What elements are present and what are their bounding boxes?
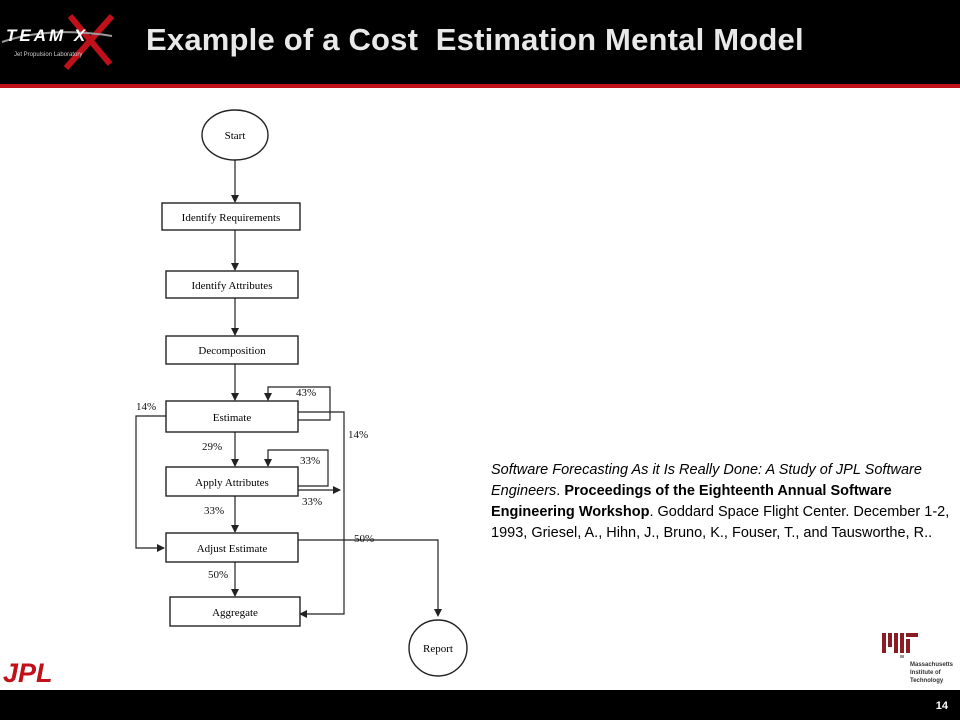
node-start	[201, 109, 269, 161]
edge-43-loop	[264, 386, 331, 421]
node-report-label: Report	[423, 643, 453, 655]
node-aggregate	[169, 596, 301, 627]
reference-details: . Goddard Space Flight Center. December …	[491, 504, 950, 541]
teamx-logo-subtext: Jet Propulsion Laboratory	[14, 52, 83, 58]
node-identify-attributes-label: Identify Attributes	[192, 280, 273, 292]
teamx-swoosh-icon	[1, 14, 115, 70]
edge-label-33-right: 33%	[302, 496, 322, 508]
edge-label-33-loop: 33%	[300, 455, 320, 467]
node-report	[408, 619, 468, 677]
node-decomposition-label: Decomposition	[198, 345, 266, 357]
edge-label-29: 29%	[202, 441, 222, 453]
mit-logo-line1: Massachusetts	[910, 662, 954, 668]
node-start-label: Start	[225, 130, 246, 142]
jpl-logo: JPL	[3, 658, 53, 686]
header-divider	[0, 84, 960, 88]
node-identify-requirements	[161, 202, 301, 231]
mit-logo: Massachusetts Institute of Technology	[882, 633, 954, 684]
edge-33-loop	[264, 449, 329, 487]
footer-bar	[0, 690, 960, 720]
node-identify-requirements-label: Identify Requirements	[182, 212, 281, 224]
node-estimate-label: Estimate	[213, 412, 252, 424]
jpl-logo-text: JPL	[3, 658, 53, 686]
reference-citation: Software Forecasting As it Is Really Don…	[491, 460, 951, 544]
edge-label-50-right: 50%	[354, 533, 374, 545]
slide-title: Example of a Cost Estimation Mental Mode…	[146, 22, 804, 57]
reference-proceedings: Proceedings of the Eighteenth Annual Sof…	[491, 483, 892, 520]
edge-50-to-report	[298, 539, 442, 617]
node-apply-attributes-label: Apply Attributes	[195, 477, 269, 489]
edge-14-right	[298, 411, 345, 618]
edge-label-50-down: 50%	[208, 569, 228, 581]
reference-separator: .	[556, 483, 565, 499]
node-aggregate-label: Aggregate	[212, 607, 258, 619]
edge-label-14-right: 14%	[348, 429, 368, 441]
edge-label-43: 43%	[296, 387, 316, 399]
page-number: 14	[935, 700, 948, 712]
edge-label-14-left: 14%	[136, 401, 156, 413]
node-decomposition	[165, 335, 299, 365]
node-apply-attributes	[165, 466, 299, 497]
node-adjust-estimate	[165, 532, 299, 563]
mit-logo-line3: Technology	[910, 678, 944, 684]
edge-14-left	[135, 415, 166, 552]
teamx-logo: TEAM X Jet Propulsion Laboratory	[0, 8, 120, 74]
teamx-logo-text: TEAM X	[6, 26, 89, 45]
mit-logo-line2: Institute of	[910, 670, 942, 676]
reference-title: Software Forecasting As it Is Really Don…	[491, 462, 922, 499]
header-bar	[0, 0, 960, 84]
node-estimate	[165, 400, 299, 433]
edge-label-33-down: 33%	[204, 505, 224, 517]
node-identify-attributes	[165, 270, 299, 299]
node-adjust-estimate-label: Adjust Estimate	[197, 543, 268, 555]
flowchart-diagram: Start Identify Requirements Identify Att…	[135, 109, 468, 677]
